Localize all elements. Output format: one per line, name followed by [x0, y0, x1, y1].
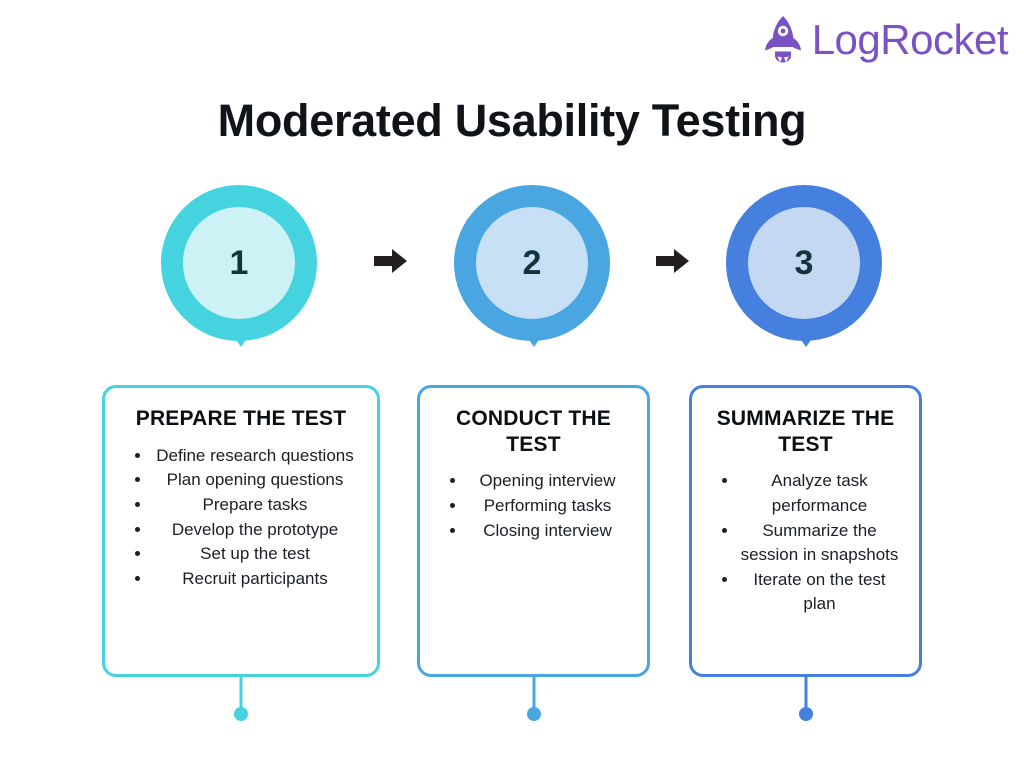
list-item: Develop the prototype [119, 518, 363, 543]
list-item: Performing tasks [434, 494, 633, 519]
list-item: Analyze task performance [706, 469, 905, 518]
step-card-1: PREPARE THE TEST Define research questio… [102, 385, 380, 677]
step-badge-3: 3 [726, 185, 886, 347]
page-title: Moderated Usability Testing [217, 95, 807, 146]
connector-stem-1 [239, 677, 243, 711]
step-title-1: PREPARE THE TEST [135, 407, 347, 430]
list-item: Summarize the session in snapshots [706, 519, 905, 568]
badge-ring-2: 2 [454, 185, 610, 341]
list-item: Define research questions [119, 444, 363, 469]
step-number-3: 3 [794, 244, 814, 282]
list-item: Plan opening questions [119, 468, 363, 493]
arrow-right-icon-2 [656, 249, 689, 273]
brand-name: LogRocket [811, 16, 1009, 63]
brand-logo: LogRocket [760, 14, 1009, 66]
connector-stem-3 [804, 677, 808, 711]
badge-ring-1: 1 [161, 185, 317, 341]
list-item: Set up the test [119, 542, 363, 567]
list-item: Recruit participants [119, 567, 363, 592]
step-column-1: 1 PREPARE THE TEST Define research quest… [82, 185, 400, 721]
step-number-2: 2 [522, 244, 542, 282]
step-number-1: 1 [229, 244, 249, 282]
step-connector-1 [221, 677, 261, 723]
step-badge-2: 2 [454, 185, 614, 347]
rocket-icon [764, 16, 801, 63]
badge-inner-1: 1 [183, 207, 295, 319]
list-item: Prepare tasks [119, 493, 363, 518]
step-connector-3 [786, 677, 826, 723]
list-item: Iterate on the test plan [706, 568, 905, 617]
step-badge-1: 1 [161, 185, 321, 347]
badge-inner-2: 2 [476, 207, 588, 319]
connector-dot-3 [799, 707, 813, 721]
connector-dot-1 [234, 707, 248, 721]
step-title-2: CONDUCT THE TEST [455, 407, 612, 456]
step-connector-2 [514, 677, 554, 723]
badge-inner-3: 3 [748, 207, 860, 319]
list-item: Opening interview [434, 469, 633, 494]
step-title-3: SUMMARIZE THE TEST [716, 407, 895, 456]
arrow-right-icon-1 [374, 249, 407, 273]
connector-stem-2 [532, 677, 536, 711]
step-column-3: 3 SUMMARIZE THE TEST Analyze task perfor… [676, 185, 936, 721]
connector-dot-2 [527, 707, 541, 721]
step-card-3: SUMMARIZE THE TEST Analyze task performa… [689, 385, 922, 677]
badge-ring-3: 3 [726, 185, 882, 341]
list-item: Closing interview [434, 519, 633, 544]
